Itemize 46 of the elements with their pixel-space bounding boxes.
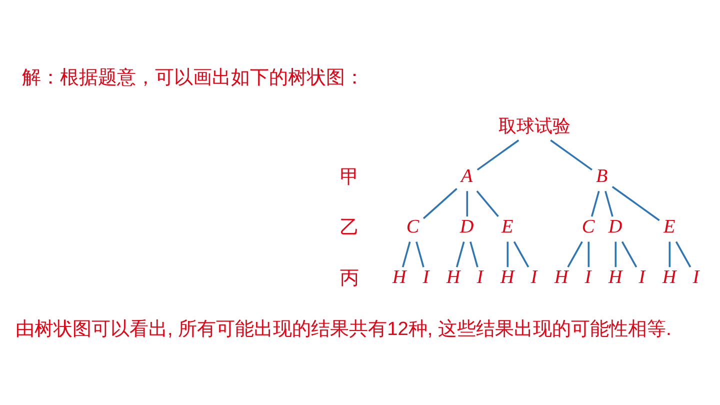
node-text: I [692, 266, 700, 288]
node-text: E [663, 216, 676, 237]
node-text: H [608, 266, 622, 288]
connector [513, 240, 530, 268]
node-text: B [596, 165, 608, 186]
node-text: H [662, 266, 676, 288]
connector [476, 190, 499, 217]
node-text: I [422, 266, 430, 288]
node-text: 取球试验 [498, 115, 571, 136]
node-text: C [406, 216, 420, 237]
connector [604, 190, 614, 216]
node-text: H [500, 266, 514, 288]
connector [612, 185, 660, 221]
node-text: H [392, 266, 406, 288]
node-text: A [460, 165, 473, 186]
caption: 由树状图可以看出, 所有可能出现的结果共有12种, 这些结果出现的可能性相等. [15, 318, 672, 340]
label: 丙 [340, 268, 360, 289]
connector [470, 240, 478, 267]
connector [550, 138, 592, 170]
node-text: H [554, 266, 568, 288]
node-text: D [608, 216, 622, 237]
connector [588, 241, 590, 267]
connector [506, 241, 509, 267]
connector [675, 240, 692, 268]
label: 乙 [340, 216, 360, 238]
connector [422, 188, 458, 219]
connector [456, 240, 465, 267]
connector [466, 190, 468, 216]
node-text: H [446, 266, 460, 288]
node-text: I [638, 266, 646, 288]
connector [668, 241, 671, 267]
connector [614, 241, 617, 267]
node-text: C [582, 216, 595, 237]
node-text: I [476, 266, 484, 288]
label: 甲 [340, 166, 360, 188]
diagram-title: 解：根据题意，可以画出如下的树状图： [22, 66, 364, 88]
connector [621, 240, 638, 268]
node-text: D [460, 216, 474, 237]
node-text: I [584, 266, 592, 288]
connector [590, 190, 600, 216]
node-text: E [501, 216, 514, 237]
connector [567, 240, 583, 268]
connector [402, 240, 411, 267]
connector [476, 138, 520, 170]
node-text: I [530, 266, 538, 288]
connector [416, 240, 424, 267]
